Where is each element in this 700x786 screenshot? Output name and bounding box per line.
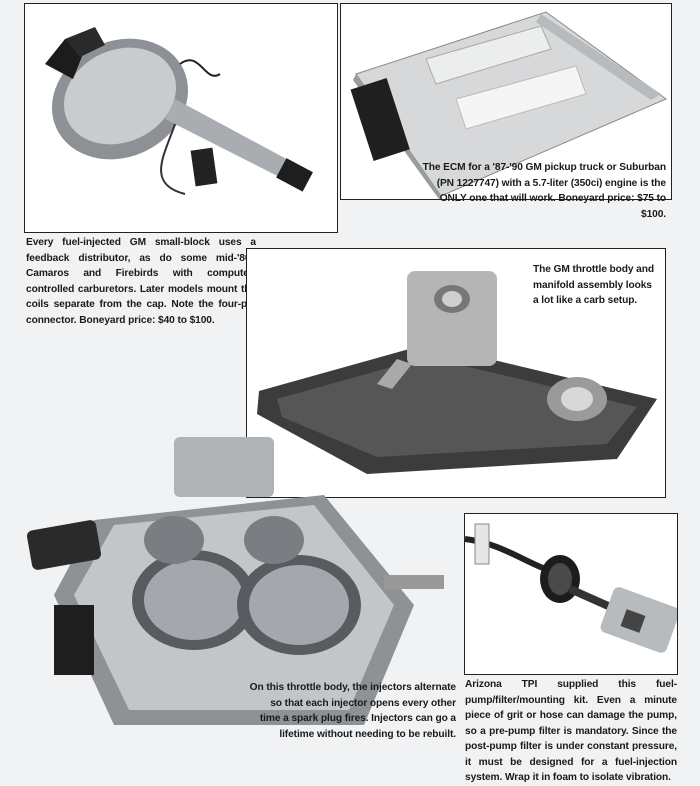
ecm-caption: The ECM for a '87-'90 GM pickup truck or…: [422, 162, 666, 220]
manifold-illustration: [257, 271, 657, 474]
distributor-illustration: [45, 27, 313, 195]
distributor-photo: [24, 3, 338, 233]
throttle-body-caption: On this throttle body, the injectors alt…: [249, 682, 456, 740]
fuel-pump-illustration: [465, 523, 677, 653]
ecm-illustration: [350, 11, 668, 199]
manifold-caption: The GM throttle body and manifold assemb…: [533, 264, 654, 306]
throttle-body-illustration: [27, 437, 444, 725]
throttle-body-photo: [24, 425, 464, 755]
manifold-photo: [246, 248, 666, 498]
ecm-photo: [340, 3, 672, 200]
fuel-pump-caption: Arizona TPI supplied this fuel-pump/filt…: [465, 679, 677, 783]
fuel-pump-photo: [464, 513, 678, 675]
distributor-caption: Every fuel-injected GM small-block uses …: [26, 237, 256, 326]
